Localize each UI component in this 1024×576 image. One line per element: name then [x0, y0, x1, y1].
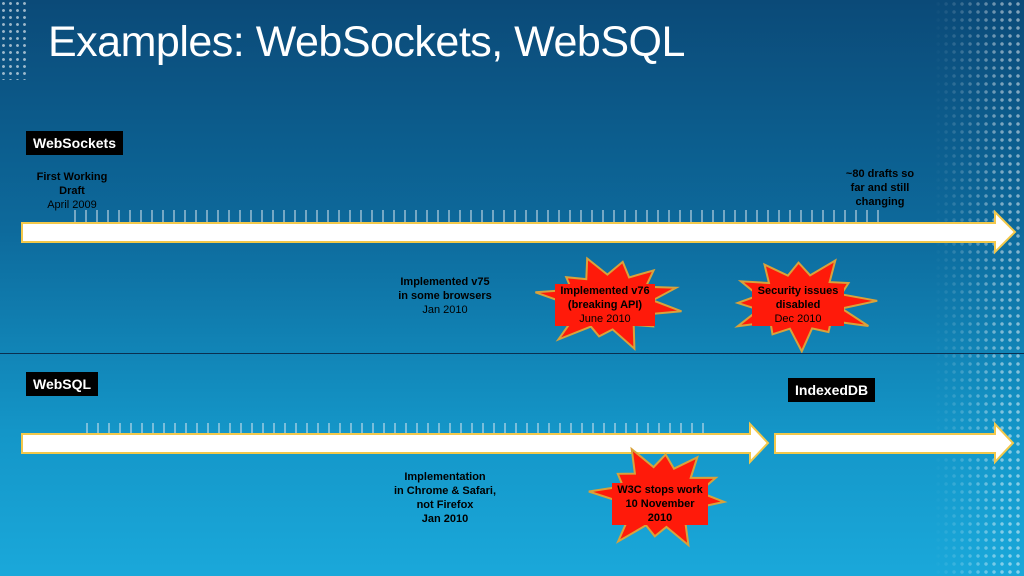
note-line: ~80 drafts so [845, 168, 915, 180]
note-line: in Chrome & Safari, [393, 485, 497, 497]
note-line: Jan 2010 [421, 513, 469, 525]
websql-timeline-arrow [21, 421, 770, 465]
note-date: June 2010 [579, 313, 631, 325]
websockets-start-note: First Working Draft April 2009 [20, 170, 124, 212]
websql-label: WebSQL [26, 372, 99, 396]
w3c-note: W3C stops work 10 November 2010 [612, 483, 708, 525]
note-line: far and still [850, 182, 910, 194]
note-line: First Working [36, 171, 108, 183]
note-date: Jan 2010 [422, 304, 468, 316]
v76-note: Implemented v76 (breaking API) June 2010 [555, 284, 655, 326]
note-line: not Firefox [416, 499, 474, 511]
v75-note: Implemented v75 in some browsers Jan 201… [385, 275, 505, 317]
note-date: Dec 2010 [774, 313, 822, 325]
websockets-timeline-arrow [21, 209, 1017, 255]
note-line: changing [855, 196, 905, 208]
indexeddb-label: IndexedDB [788, 378, 876, 402]
websockets-end-note: ~80 drafts so far and still changing [820, 167, 940, 209]
websql-draft-ticks [86, 423, 704, 434]
decorative-dot-pattern-left [0, 0, 30, 80]
note-date: April 2009 [47, 199, 97, 211]
note-line: Security issues [757, 285, 839, 297]
security-note: Security issues disabled Dec 2010 [752, 284, 844, 326]
note-line: disabled [775, 299, 821, 311]
note-line: Implemented v76 [560, 285, 650, 297]
slide-title: Examples: WebSockets, WebSQL [48, 18, 685, 66]
note-line: Implementation [404, 471, 486, 483]
note-line: Implemented v75 [400, 276, 490, 288]
note-line: (breaking API) [567, 299, 643, 311]
note-line: 2010 [647, 512, 673, 524]
websql-impl-note: Implementation in Chrome & Safari, not F… [380, 470, 510, 526]
websockets-label: WebSockets [26, 131, 123, 155]
decorative-dot-pattern [934, 0, 1024, 576]
websockets-draft-ticks [74, 210, 879, 222]
note-line: Draft [59, 185, 85, 197]
note-line: in some browsers [398, 290, 492, 302]
note-line: W3C stops work [617, 484, 703, 496]
section-divider [0, 353, 1024, 354]
indexeddb-timeline-arrow [774, 421, 1015, 465]
note-line: 10 November [625, 498, 695, 510]
